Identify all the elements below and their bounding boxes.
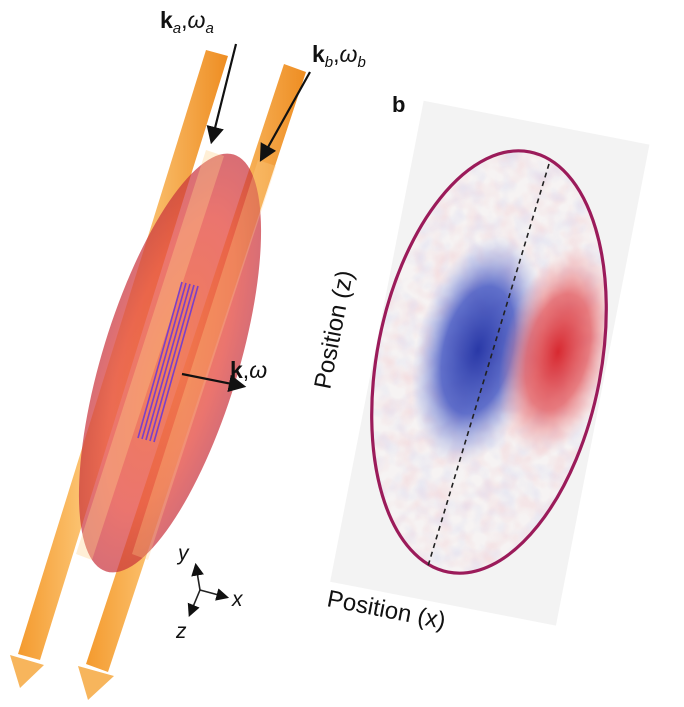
axis-z-label: z bbox=[175, 620, 187, 643]
beam-a-label: ka,ωa bbox=[160, 7, 214, 37]
axis-y-label: y bbox=[176, 542, 190, 565]
panel-b-letter: b bbox=[392, 92, 405, 117]
coordinate-axes bbox=[190, 566, 226, 614]
wave-label: k,ω bbox=[230, 357, 267, 383]
beam-b-label: kb,ωb bbox=[312, 41, 366, 71]
axis-x-label: x bbox=[231, 588, 244, 611]
panel-b: b Position (z) Position (x) bbox=[309, 92, 649, 635]
panel-a: ka,ωa kb,ωb k,ω y x z bbox=[10, 7, 366, 700]
plot-ylabel: Position (z) bbox=[309, 268, 358, 391]
